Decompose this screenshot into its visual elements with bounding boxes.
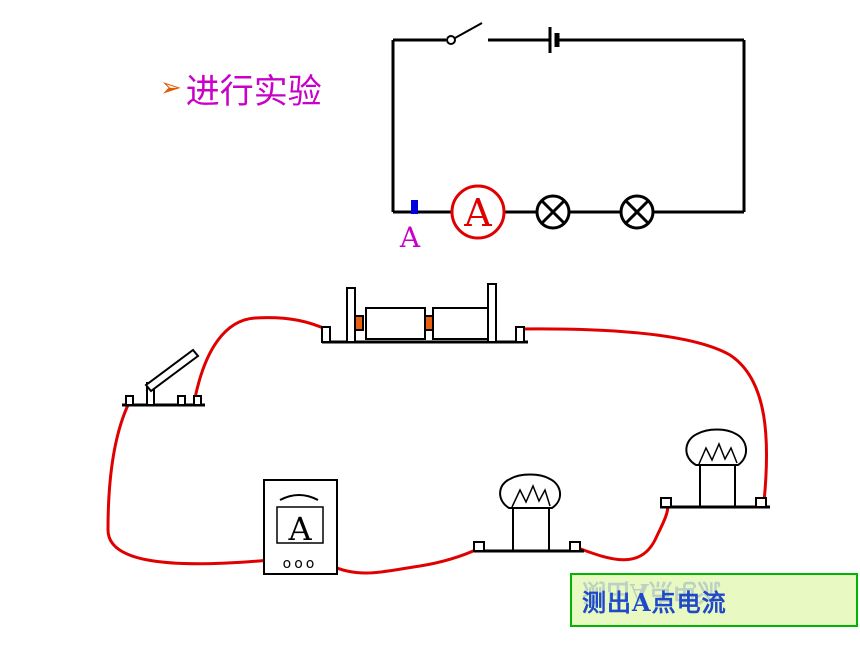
- section-heading: ➢ 进行实验: [160, 66, 322, 112]
- wire: [516, 327, 769, 504]
- point-a-label: A: [399, 221, 421, 254]
- switch-symbol: [446, 22, 483, 45]
- lamp-bulb-apparatus: [473, 473, 584, 553]
- circuit-schematic: [391, 22, 746, 230]
- result-text: 测出A点电流: [582, 587, 727, 617]
- lamp-symbol: [619, 194, 655, 230]
- meter-face: [276, 506, 324, 544]
- meter-terminals: ooo: [283, 556, 318, 572]
- ammeter-device: A ooo: [263, 479, 338, 575]
- wire: [328, 546, 482, 575]
- meter-label: A: [287, 510, 312, 548]
- switch-apparatus: [122, 348, 205, 407]
- wire: [193, 316, 330, 400]
- ammeter-symbol: A: [450, 184, 506, 240]
- lamp-symbol: [535, 194, 571, 230]
- result-callout: 测出A点电流: [570, 573, 858, 627]
- wire: [576, 503, 670, 562]
- wire: [106, 403, 272, 566]
- ammeter-symbol-letter: A: [463, 191, 492, 235]
- point-a-marker: [411, 200, 418, 214]
- meter-dial-arc: [279, 494, 319, 501]
- wires: [106, 316, 769, 575]
- lamp-bulb-apparatus: [660, 428, 770, 509]
- heading-text: 进行实验: [185, 71, 322, 112]
- battery-holder: [321, 283, 528, 344]
- bullet-arrow-icon: ➢: [160, 73, 182, 103]
- battery-symbol: [548, 27, 560, 53]
